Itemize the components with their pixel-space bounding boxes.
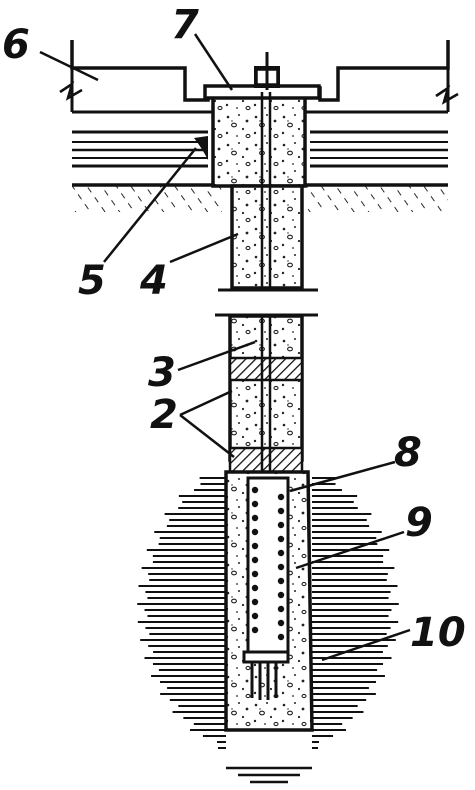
callout-10: 10 [410,610,466,656]
break-mark-left [59,80,83,101]
callout-2: 2 [150,392,178,438]
upper-pile-shaft [218,184,318,292]
callout-5: 5 [78,258,106,304]
break-mark-right [435,84,459,105]
callout-4: 4 [139,258,168,304]
grout-root-body [224,470,314,732]
soil-hatch-right [305,186,448,212]
anchor-tendon [260,92,272,472]
lower-pile-shaft [215,313,318,474]
callout-3: 3 [148,350,176,396]
pipe-perforations [251,486,285,641]
callout-7: 7 [171,2,199,48]
floor-layers [72,130,448,168]
callout-6: 6 [2,22,30,68]
pipe-tip [242,650,290,664]
packer-lower [228,446,304,474]
callouts: 6 7 5 4 3 2 8 9 10 [2,2,466,656]
packer-upper [228,356,304,382]
sealant-joint [194,136,208,160]
leader-lines [39,33,411,662]
callout-9: 9 [405,500,433,546]
callout-8: 8 [394,430,422,476]
